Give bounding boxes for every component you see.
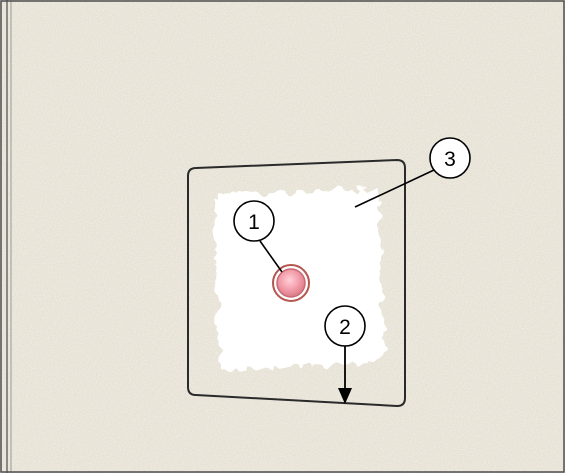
callout-1-label: 1	[248, 211, 260, 234]
callout-3-leader	[354, 169, 435, 208]
callout-3-label: 3	[444, 148, 456, 171]
callout-3-circle	[429, 137, 471, 179]
mounting-plate-outline	[187, 158, 406, 408]
callout-1-circle	[233, 200, 275, 242]
callout-2-label: 2	[339, 316, 351, 339]
callout-1-leader	[259, 240, 283, 273]
down-arrow-icon	[338, 388, 352, 404]
pink-indicator-light	[276, 268, 306, 298]
